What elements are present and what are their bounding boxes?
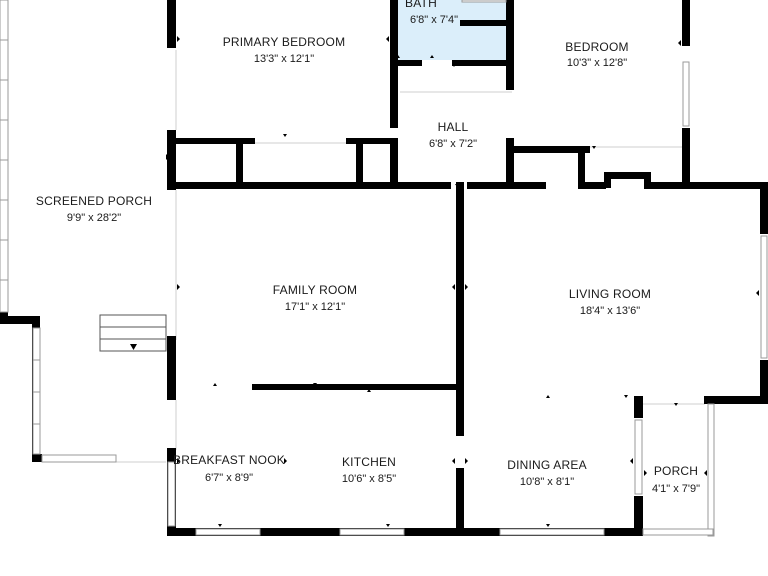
bath-fill	[398, 0, 510, 60]
dining-area-name: DINING AREA	[507, 458, 587, 472]
porch-name: PORCH	[654, 464, 698, 478]
breakfast-nook-name: BREAKFAST NOOK	[173, 453, 285, 467]
screened-porch-dim: 9'9" x 28'2"	[67, 212, 121, 224]
living-room-name: LIVING ROOM	[569, 287, 651, 301]
kitchen-dim: 10'6" x 8'5"	[342, 473, 396, 485]
windows	[0, 0, 768, 537]
hall-name: HALL	[438, 120, 469, 134]
thin-lines	[7, 0, 705, 463]
markers	[166, 36, 759, 527]
family-room-dim: 17'1" x 12'1"	[285, 301, 345, 313]
stairs	[99, 314, 167, 352]
screened-porch-name: SCREENED PORCH	[36, 194, 152, 208]
primary-bedroom-name: PRIMARY BEDROOM	[223, 35, 346, 49]
bath-name: BATH	[405, 0, 437, 10]
primary-bedroom-dim: 13'3" x 12'1"	[254, 53, 314, 65]
stair-arrow-icon	[130, 344, 137, 350]
porch-dim: 4'1" x 7'9"	[652, 483, 700, 495]
bath-dim: 6'8" x 7'4"	[410, 14, 458, 26]
kitchen-name: KITCHEN	[342, 455, 396, 469]
family-room-name: FAMILY ROOM	[273, 283, 357, 297]
breakfast-nook-dim: 6'7" x 8'9"	[205, 472, 253, 484]
room-labels: BATH 6'8" x 7'4" PRIMARY BEDROOM 13'3" x…	[36, 0, 700, 495]
living-room-dim: 18'4" x 13'6"	[580, 305, 640, 317]
bedroom-name: BEDROOM	[565, 40, 628, 54]
bedroom-dim: 10'3" x 12'8"	[567, 57, 627, 69]
dining-area-dim: 10'8" x 8'1"	[520, 476, 574, 488]
hall-dim: 6'8" x 7'2"	[429, 138, 477, 150]
